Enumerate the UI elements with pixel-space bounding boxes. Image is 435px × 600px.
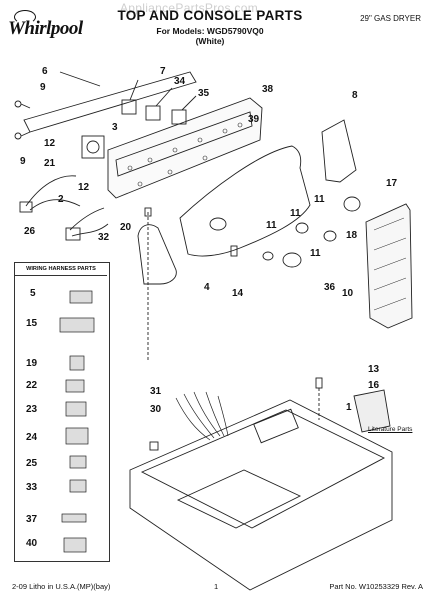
model-info: For Models: WGD5790VQ0 (White)	[110, 26, 310, 46]
knob-17	[343, 196, 361, 212]
callout-11-d: 11	[310, 248, 321, 259]
callout-7: 7	[160, 66, 166, 77]
callout-11-b: 11	[290, 208, 301, 219]
knob-18b	[323, 230, 337, 242]
callout-h23: 23	[26, 404, 38, 415]
literature-label: Literature Parts	[368, 426, 413, 433]
harness-part-33	[69, 479, 87, 493]
harness-part-23	[65, 401, 87, 417]
harness-part-22	[65, 379, 85, 393]
callout-11-a: 11	[314, 194, 325, 205]
callout-h33: 33	[26, 482, 38, 493]
callout-20: 20	[120, 222, 132, 233]
knob-18a	[295, 222, 309, 234]
console-backing-panel	[107, 97, 263, 199]
harness-wires	[25, 175, 109, 237]
callout-3: 3	[112, 122, 118, 133]
wiring-harness-title: WIRING HARNESS PARTS	[15, 264, 107, 276]
switch-35	[171, 109, 187, 125]
rear-bracket-plate	[23, 71, 197, 133]
callout-31: 31	[150, 386, 162, 397]
callout-h37: 37	[26, 514, 38, 525]
screw-14	[230, 245, 238, 257]
screw-9-top	[14, 100, 22, 108]
callout-10: 10	[342, 288, 354, 299]
logo-swirl-icon	[14, 10, 36, 24]
callout-8: 8	[352, 90, 358, 101]
callout-17: 17	[386, 178, 398, 189]
brand-name: Whirlpool	[8, 18, 83, 39]
right-end-cap	[321, 119, 357, 183]
callout-1: 1	[346, 402, 352, 413]
harness-part-37	[61, 513, 87, 523]
part-30	[149, 441, 159, 451]
top-opening	[253, 408, 299, 444]
callout-h40: 40	[26, 538, 38, 549]
callout-21: 21	[44, 158, 56, 169]
screw-13	[315, 377, 323, 389]
callout-12-top: 12	[44, 138, 56, 149]
connector-32	[65, 227, 81, 241]
callout-h22: 22	[26, 380, 38, 391]
callout-38: 38	[262, 84, 274, 95]
switch-34	[145, 105, 161, 121]
callout-13: 13	[368, 364, 380, 375]
console-front-panel	[179, 145, 311, 257]
callout-4: 4	[204, 282, 210, 293]
harness-part-40	[63, 537, 87, 553]
callout-h15: 15	[26, 318, 38, 329]
callout-35: 35	[198, 88, 210, 99]
callout-14: 14	[232, 288, 244, 299]
callout-34: 34	[174, 76, 186, 87]
product-type: 29" GAS DRYER	[360, 14, 421, 23]
console-end-cap	[137, 224, 177, 285]
callout-2: 2	[58, 194, 64, 205]
switch-7	[121, 99, 137, 115]
callout-18: 18	[346, 230, 358, 241]
footer-part-number: Part No. W10253329 Rev. A	[329, 582, 423, 591]
screw-20	[144, 207, 152, 217]
harness-part-24	[65, 427, 89, 445]
timer-21	[81, 135, 105, 159]
callout-30: 30	[150, 404, 162, 415]
callout-11-c: 11	[266, 220, 277, 231]
callout-16: 16	[368, 380, 380, 391]
model-color: (White)	[195, 36, 225, 46]
callout-6: 6	[42, 66, 48, 77]
callout-h25: 25	[26, 458, 38, 469]
dryer-top	[129, 399, 393, 591]
callout-12-bottom: 12	[78, 182, 90, 193]
callout-39: 39	[248, 114, 260, 125]
harness-part-5	[69, 290, 93, 304]
harness-part-19	[69, 355, 85, 371]
screw-9-bottom	[14, 132, 22, 140]
callout-h24: 24	[26, 432, 38, 443]
literature-booklet	[353, 389, 391, 433]
connector-26	[19, 201, 33, 213]
wiring-harness-box	[14, 262, 110, 562]
model-number: For Models: WGD5790VQ0	[156, 26, 264, 36]
callout-9-bottom: 9	[20, 156, 26, 167]
whirlpool-logo: Whirlpool	[6, 8, 90, 42]
callout-h5: 5	[30, 288, 36, 299]
callout-32: 32	[98, 232, 110, 243]
callout-9-top: 9	[40, 82, 46, 93]
harness-part-25	[69, 455, 87, 469]
harness-part-15	[59, 317, 95, 333]
watermark: AppliancePartsPros.com	[120, 1, 258, 15]
footer-page-number: 1	[214, 582, 219, 591]
knob-small	[262, 251, 274, 261]
lint-screen	[365, 203, 413, 329]
callout-h19: 19	[26, 358, 38, 369]
footer-litho: 2-09 Litho in U.S.A.(MP)(bay)	[12, 582, 111, 591]
page-title: TOP AND CONSOLE PARTS	[117, 8, 303, 23]
callout-26: 26	[24, 226, 36, 237]
knob-36	[282, 252, 302, 268]
callout-36: 36	[324, 282, 336, 293]
